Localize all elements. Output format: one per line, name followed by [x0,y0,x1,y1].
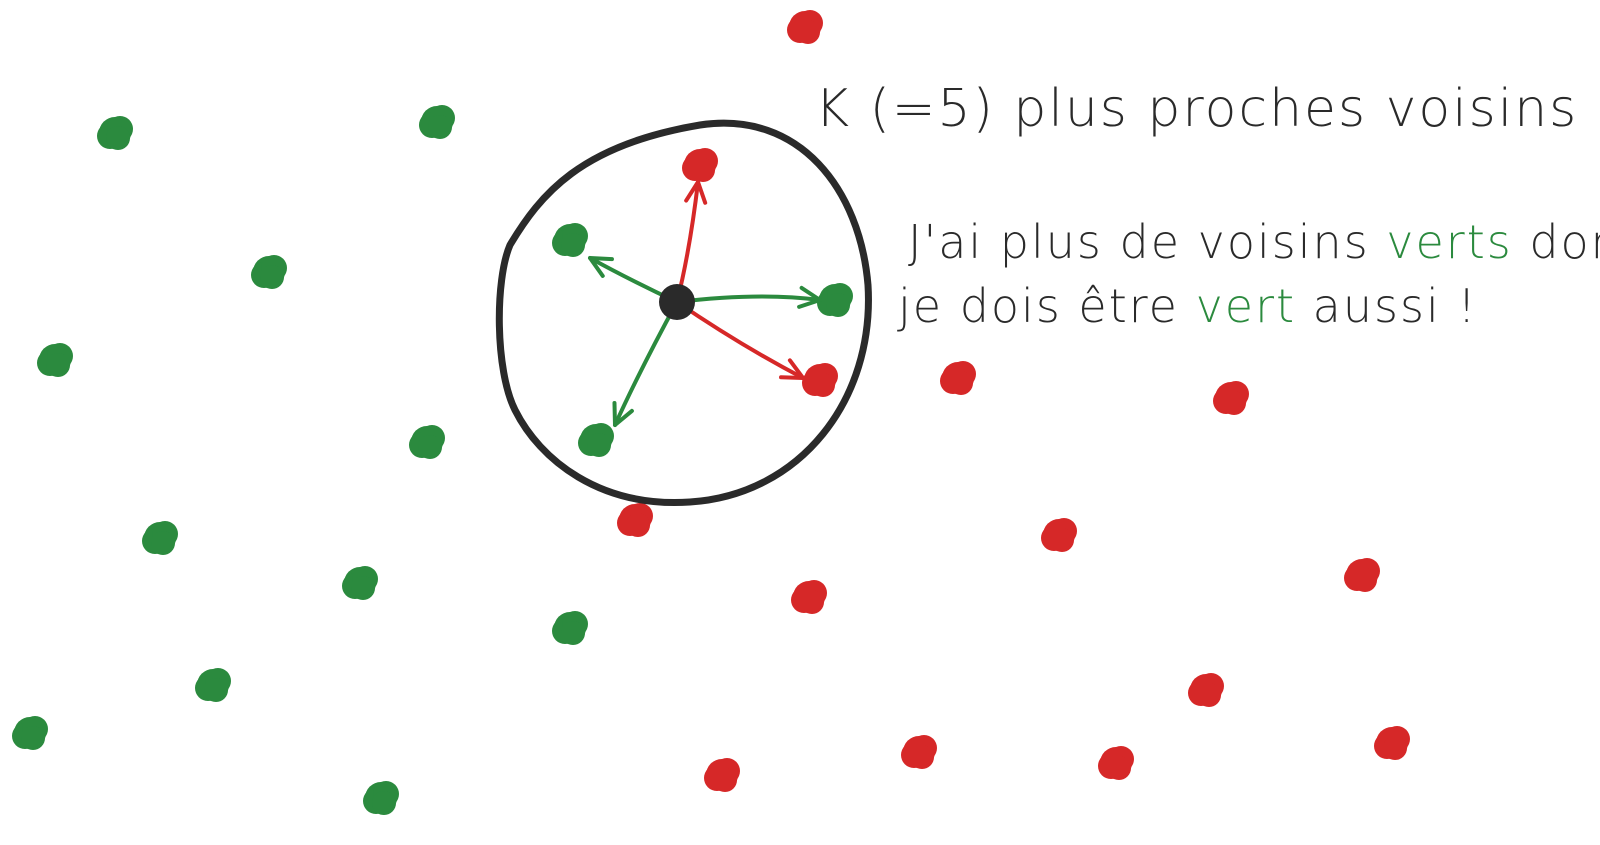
arrow-to-green-right [675,285,822,309]
red-point [1344,558,1380,592]
caption-line-1-end: donc [1513,215,1600,269]
caption-line-1: J'ai plus de voisins verts donc [908,215,1600,269]
red-point [1213,381,1249,415]
caption-line-1-start: J'ai plus de voisins [908,215,1386,269]
green-point [578,423,614,457]
green-point [409,425,445,459]
red-point [802,363,838,397]
caption-highlight-vert: vert [1196,279,1296,333]
caption-line-2-start: je dois être [897,279,1196,333]
neighbor-arrows [588,180,822,427]
green-point [363,781,399,815]
arrow-to-green-bottom [612,300,679,427]
caption-highlight-verts: verts [1386,215,1512,269]
red-point [1098,746,1134,780]
green-point [195,668,231,702]
green-point [817,283,853,317]
red-point [901,735,937,769]
red-point [787,10,823,44]
neighborhood-circle [495,119,872,506]
red-point [1374,726,1410,760]
green-point [419,105,455,139]
green-point [97,116,133,150]
red-point [1188,673,1224,707]
red-point [791,580,827,614]
red-point [704,758,740,792]
title: K (=5) plus proches voisins [815,79,1578,139]
green-point [37,343,73,377]
green-point [552,611,588,645]
green-point [552,223,588,257]
caption-line-2: je dois être vert aussi ! [897,279,1478,333]
green-point [251,255,287,289]
green-point [12,716,48,750]
red-point [617,503,653,537]
arrow-to-red-top [675,180,708,304]
red-point [940,361,976,395]
red-point [1041,518,1077,552]
data-points [12,10,1410,815]
green-point [142,521,178,555]
green-point [342,566,378,600]
caption-line-2-end: aussi ! [1296,279,1478,333]
arrow-to-red-right [675,300,805,380]
red-point [682,148,718,182]
query-point [659,284,695,320]
